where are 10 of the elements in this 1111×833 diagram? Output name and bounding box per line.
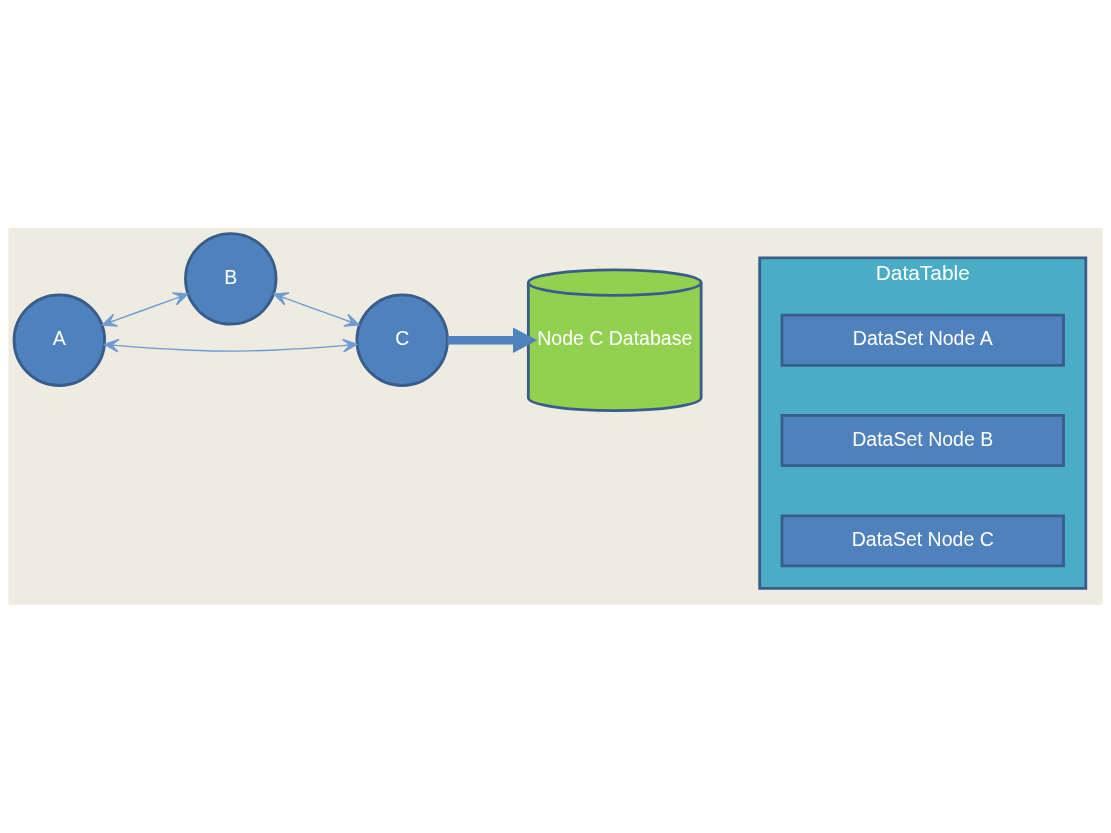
arrow bbox=[103, 338, 358, 353]
node-circle: B bbox=[184, 232, 278, 326]
node-box: DataSet Node A bbox=[780, 313, 1065, 367]
arrow bbox=[101, 292, 189, 327]
node-box: DataSet Node C bbox=[780, 514, 1065, 568]
arrow bbox=[273, 292, 360, 327]
node-circle: C bbox=[355, 293, 449, 387]
node-box: DataSet Node B bbox=[780, 414, 1065, 468]
node-circle: A bbox=[12, 293, 107, 387]
arrow bbox=[447, 327, 538, 353]
